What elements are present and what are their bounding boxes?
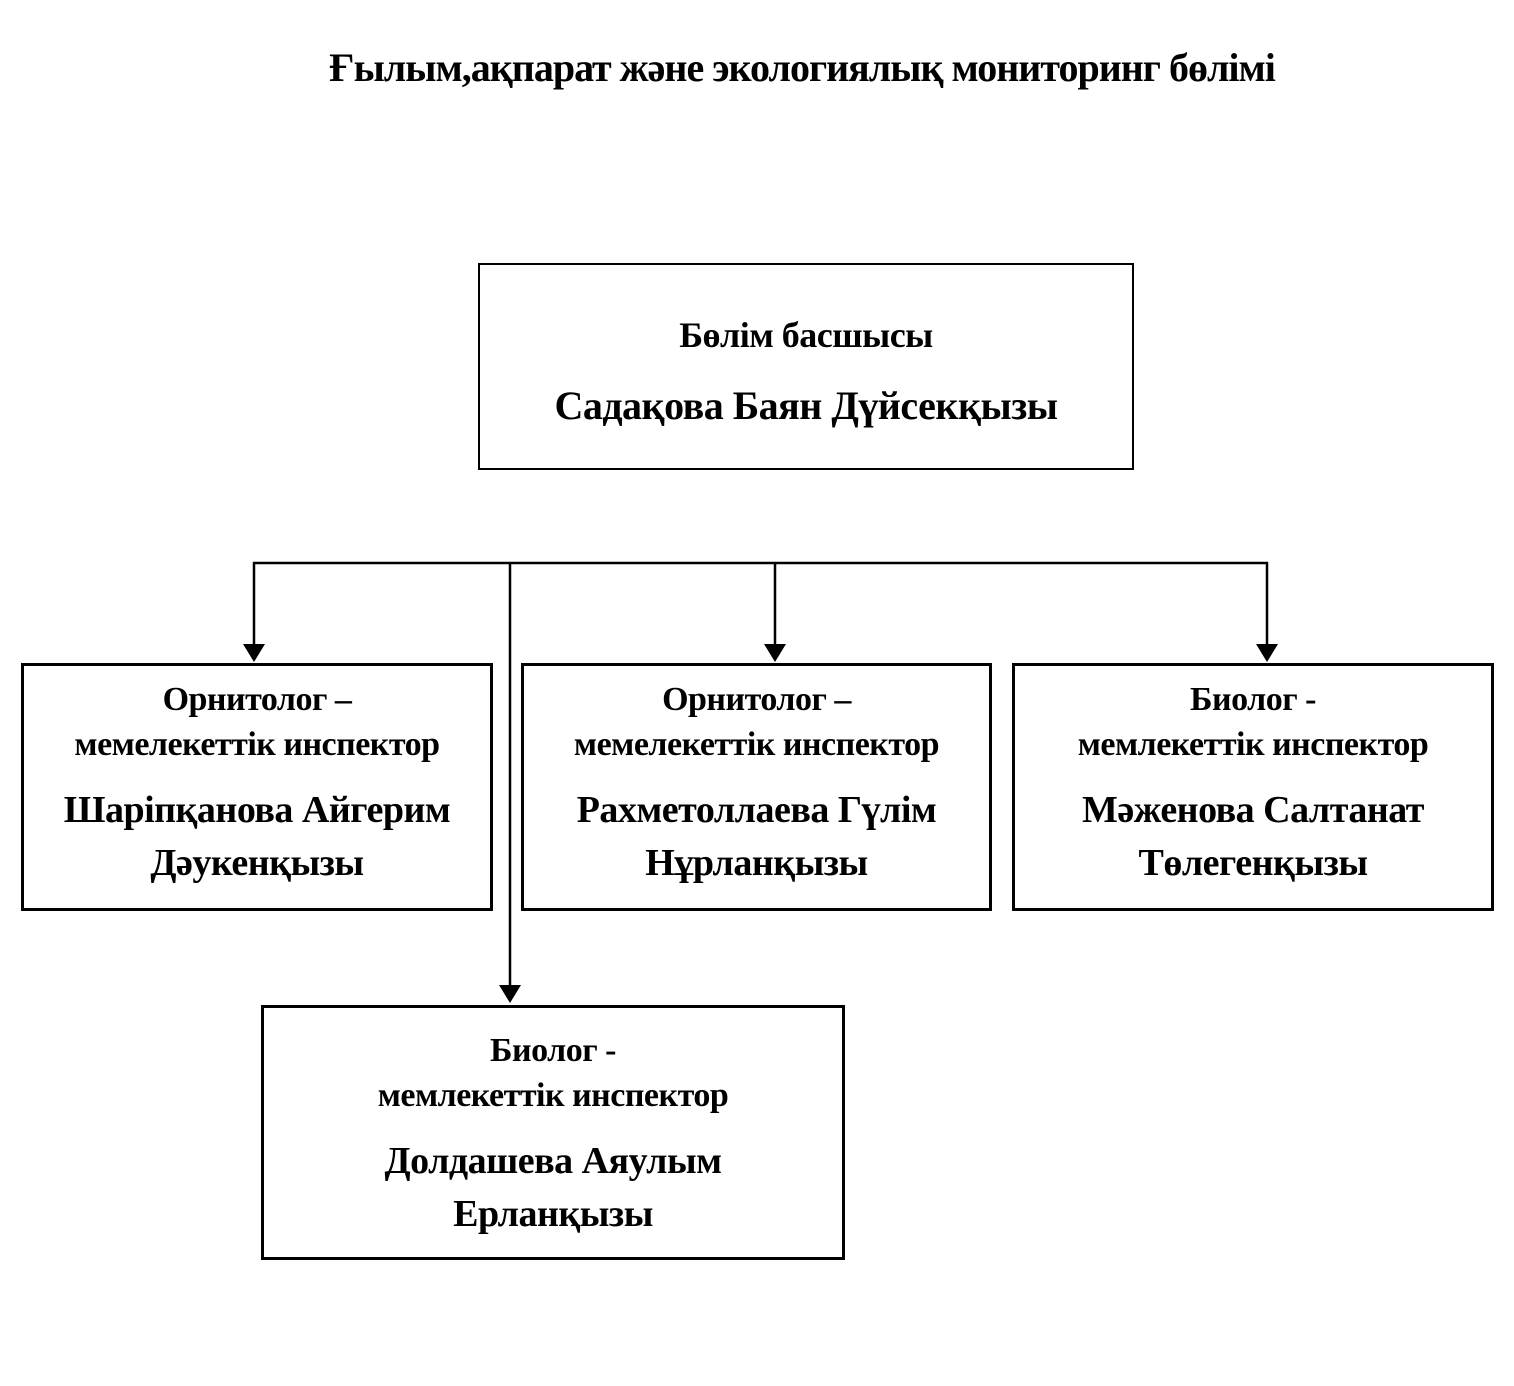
name-line-2: Ерланқызы: [453, 1193, 653, 1235]
person-name: Долдашева Аяулым Ерланқызы: [264, 1135, 842, 1241]
name-line-1: Рахметоллаева Гүлім: [576, 789, 937, 831]
role-line-1: Биолог -: [1190, 681, 1316, 718]
name-line-1: Шаріпқанова Айгерим: [63, 789, 451, 831]
name-line-2: Төлегенқызы: [1138, 842, 1368, 884]
role-line-2: мемелекеттік инспектор: [573, 726, 940, 763]
arrow-to-inspector-2: [764, 562, 786, 662]
person-name: Садақова Баян Дүйсекқызы: [554, 382, 1058, 428]
role-line-1: Орнитолог –: [662, 681, 851, 718]
role-label: Орнитолог – мемелекеттік инспектор: [524, 677, 989, 767]
arrow-head-icon: [499, 985, 521, 1003]
role-label: Орнитолог – мемелекеттік инспектор: [24, 677, 490, 767]
role-line-1: Биолог -: [490, 1032, 616, 1069]
role-line-2: мемелекеттік инспектор: [74, 726, 440, 763]
person-name: Шаріпқанова Айгерим Дәукенқызы: [24, 784, 490, 890]
name-line-2: Нұрланқызы: [645, 842, 868, 884]
org-box-inspector-1: Орнитолог – мемелекеттік инспектор Шаріп…: [21, 663, 493, 911]
chart-title: Ғылым,ақпарат және экологиялық мониторин…: [329, 45, 1276, 90]
arrow-head-icon: [243, 644, 265, 662]
name-line-1: Мәженова Салтанат: [1082, 789, 1424, 831]
role-line-2: мемлекеттік инспектор: [377, 1077, 729, 1114]
role-label: Биолог - мемлекеттік инспектор: [264, 1028, 842, 1118]
person-name: Рахметоллаева Гүлім Нұрланқызы: [524, 784, 989, 890]
arrow-head-icon: [764, 644, 786, 662]
arrow-to-inspector-1: [243, 562, 265, 662]
person-name: Мәженова Салтанат Төлегенқызы: [1015, 784, 1491, 890]
org-box-inspector-4: Биолог - мемлекеттік инспектор Долдашева…: [261, 1005, 845, 1260]
arrow-to-inspector-4: [499, 562, 521, 1003]
arrow-head-icon: [1256, 644, 1278, 662]
name-line-2: Дәукенқызы: [150, 842, 364, 884]
role-label: Бөлім басшысы: [679, 314, 933, 355]
name-line-1: Долдашева Аяулым: [384, 1140, 722, 1182]
role-label: Биолог - мемлекеттік инспектор: [1015, 677, 1491, 767]
role-line-1: Орнитолог –: [162, 681, 352, 718]
role-line-2: мемлекеттік инспектор: [1077, 726, 1429, 763]
org-box-head: Бөлім басшысы Садақова Баян Дүйсекқызы: [478, 263, 1134, 470]
org-box-inspector-2: Орнитолог – мемелекеттік инспектор Рахме…: [521, 663, 992, 911]
arrow-to-inspector-3: [1256, 562, 1278, 662]
org-box-inspector-3: Биолог - мемлекеттік инспектор Мәженова …: [1012, 663, 1494, 911]
